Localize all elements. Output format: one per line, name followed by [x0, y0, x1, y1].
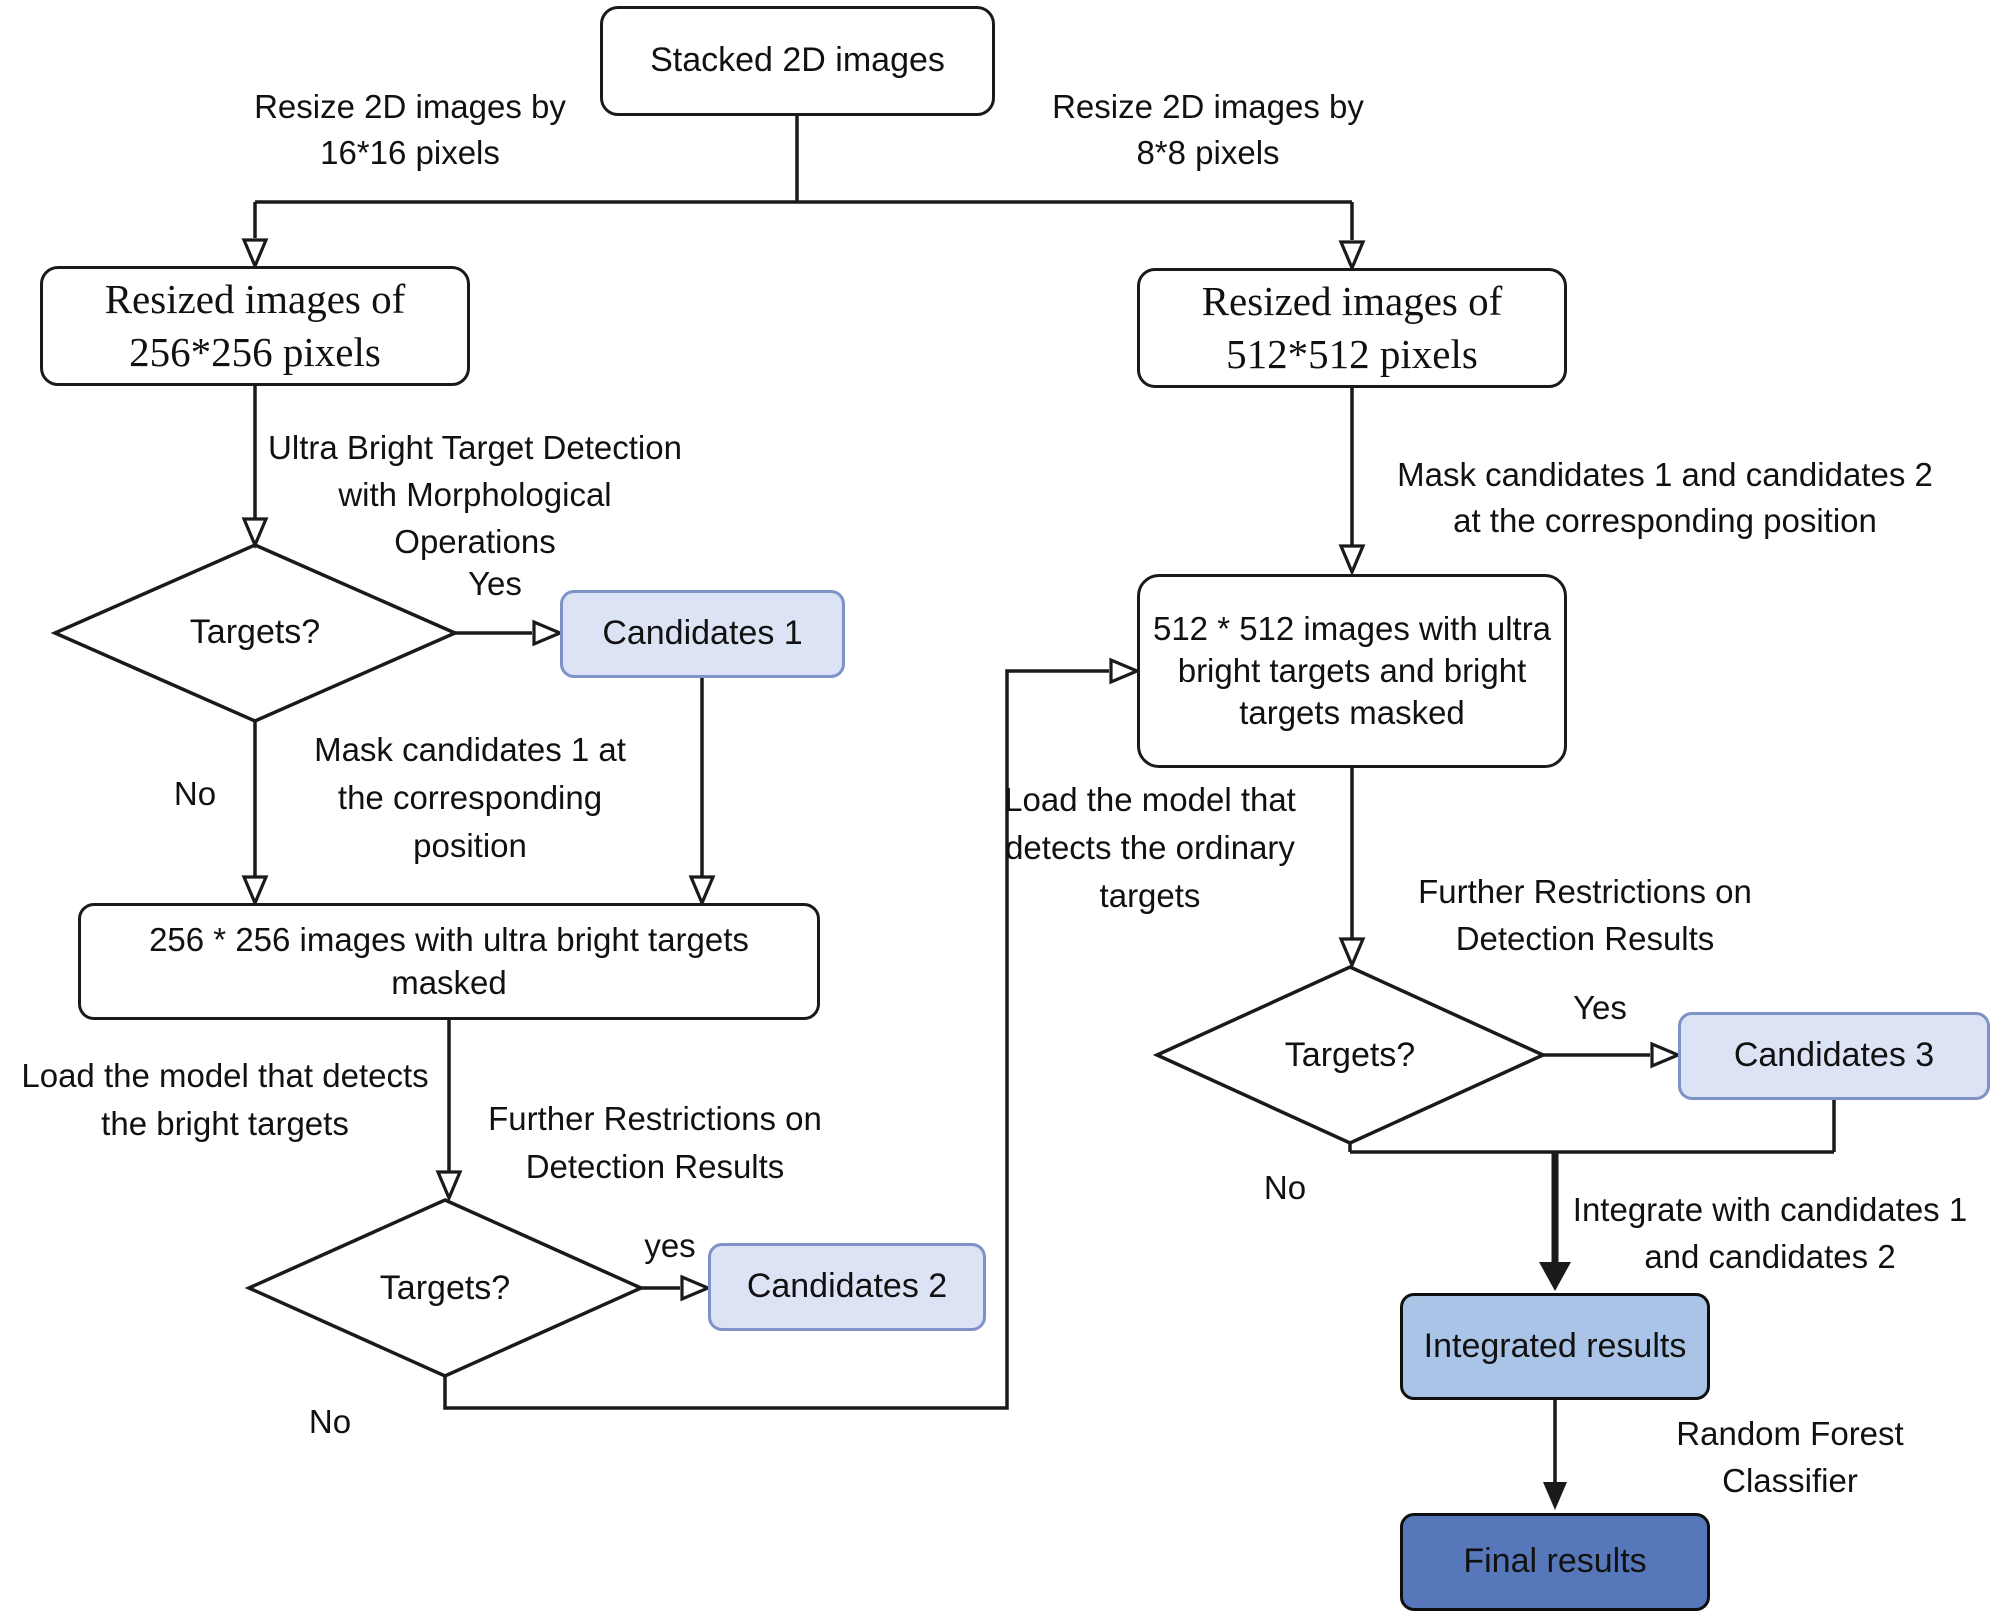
- decision-2-label: Targets?: [379, 1268, 511, 1307]
- node-resized-512: Resized images of 512*512 pixels: [1137, 268, 1567, 388]
- decision-diamond-2: [244, 1198, 646, 1378]
- node-masked-512: 512 * 512 images with ultra bright targe…: [1137, 574, 1567, 768]
- edge-label-load-ordinary-model: Load the model that detects the ordinary…: [1004, 781, 1296, 914]
- arrowhead: [688, 875, 716, 908]
- decision-diamond-1: [50, 543, 460, 723]
- arrowhead: [532, 619, 565, 647]
- arrowhead: [241, 875, 269, 908]
- arrowhead: [1338, 240, 1366, 273]
- arrowhead: [435, 1170, 463, 1203]
- arrowhead: [1338, 937, 1366, 970]
- node-integrated-results: Integrated results: [1400, 1293, 1710, 1400]
- arrowhead-filled: [1539, 1262, 1571, 1291]
- node-final-results: Final results: [1400, 1513, 1710, 1611]
- edge-label-no-1: No: [173, 775, 217, 812]
- arrowhead: [241, 238, 269, 271]
- arrowhead: [1650, 1041, 1683, 1069]
- edge-label-no-2: No: [308, 1403, 352, 1440]
- node-candidates-1: Candidates 1: [560, 590, 845, 678]
- edge-label-load-bright-model: Load the model that detects the bright t…: [21, 1057, 429, 1142]
- edge-label-integrate: Integrate with candidates 1 and candidat…: [1572, 1191, 1968, 1275]
- edge-label-mask-candidates-1-2: Mask candidates 1 and candidates 2 at th…: [1397, 456, 1933, 539]
- arrowhead: [680, 1274, 713, 1302]
- arrowhead-filled: [1543, 1482, 1567, 1510]
- arrowhead: [1338, 544, 1366, 577]
- decision-3-label: Targets?: [1284, 1035, 1416, 1074]
- arrowhead: [241, 517, 269, 550]
- edge-label-ultra-bright-detection: Ultra Bright Target Detection with Morph…: [268, 429, 682, 560]
- edge-label-yes-2: yes: [644, 1227, 696, 1264]
- edge-label-yes-1: Yes: [468, 565, 522, 602]
- edge-label-random-forest: Random Forest Classifier: [1676, 1415, 1904, 1499]
- edge-label-mask-candidates-1: Mask candidates 1 at the corresponding p…: [314, 731, 626, 864]
- node-resized-256: Resized images of 256*256 pixels: [40, 266, 470, 386]
- node-candidates-3: Candidates 3: [1678, 1012, 1990, 1100]
- node-masked-256: 256 * 256 images with ultra bright targe…: [78, 903, 820, 1020]
- edge-label-further-restrictions-2: Further Restrictions on Detection Result…: [1418, 873, 1752, 957]
- edge-label-yes-3: Yes: [1573, 989, 1627, 1026]
- decision-diamond-3: [1152, 965, 1548, 1145]
- edge-label-further-restrictions-1: Further Restrictions on Detection Result…: [488, 1100, 822, 1185]
- arrowhead: [1109, 657, 1142, 685]
- node-candidates-2: Candidates 2: [708, 1243, 986, 1331]
- edge-label-resize-8: Resize 2D images by 8*8 pixels: [1052, 88, 1364, 171]
- edge-label-resize-16: Resize 2D images by 16*16 pixels: [254, 88, 566, 171]
- connector-lines: [253, 116, 1836, 1482]
- decision-1-label: Targets?: [189, 612, 321, 651]
- edge-label-no-3: No: [1263, 1169, 1307, 1206]
- node-stacked-2d-images: Stacked 2D images: [600, 6, 995, 116]
